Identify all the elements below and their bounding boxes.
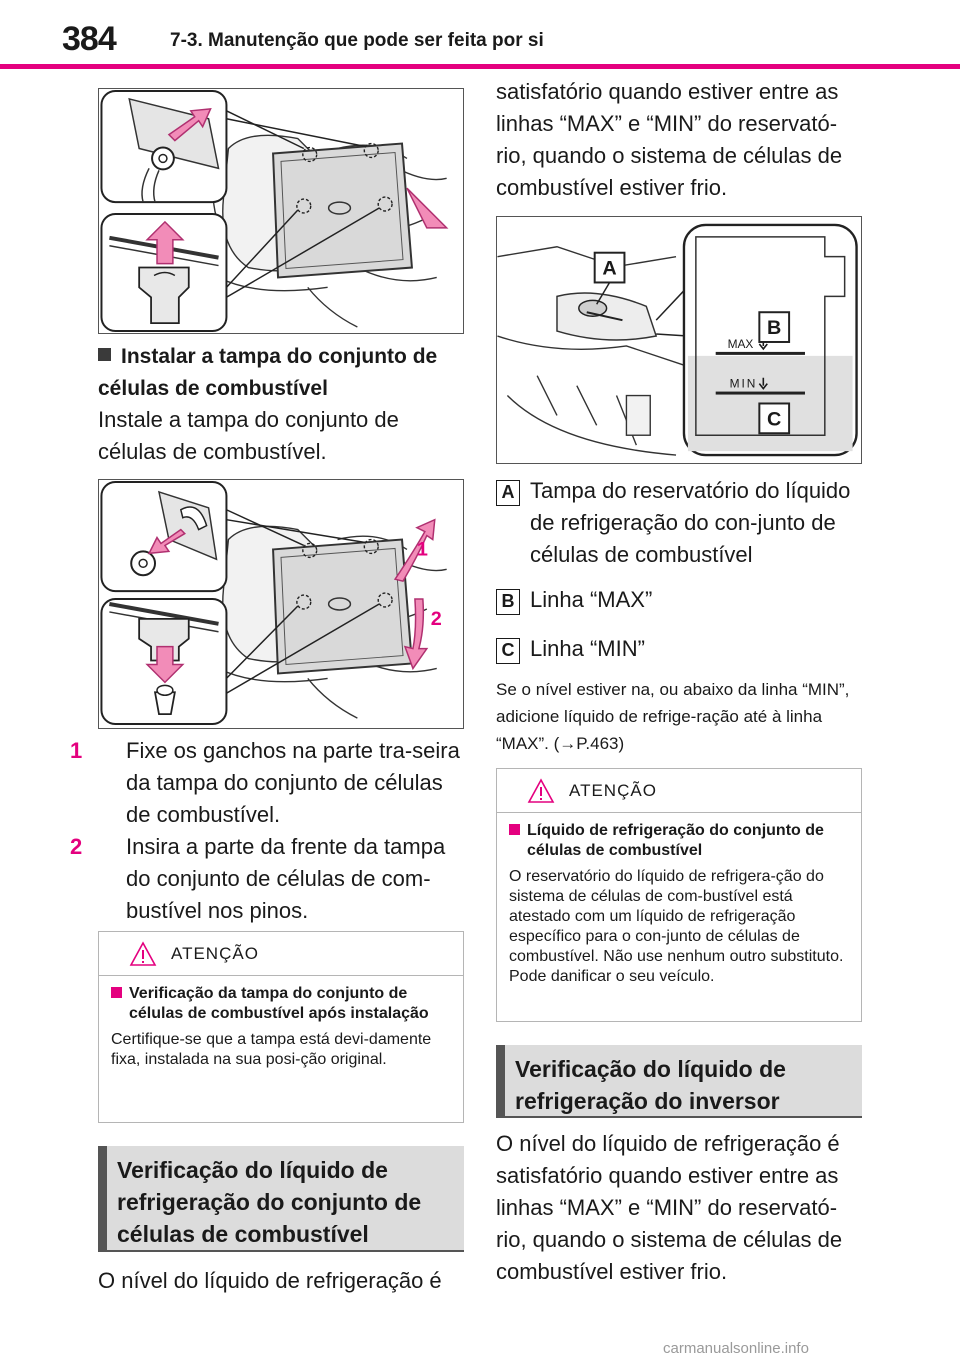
- legend-letter: B: [496, 589, 520, 615]
- figure-cover-install: 1 2: [98, 479, 464, 729]
- section-heading-inverter-coolant: Verificação do líquido de refrigeração d…: [496, 1045, 862, 1118]
- step-text: Insira a parte da frente da tampa do con…: [126, 834, 446, 923]
- square-bullet-icon: [98, 348, 111, 361]
- warning-header: ATENÇÃO: [497, 769, 861, 813]
- step-text: Fixe os ganchos na parte tra-seira da ta…: [126, 738, 460, 827]
- engine-cover-illustration: [100, 89, 449, 333]
- step-1: 1 Fixe os ganchos na parte tra-seira da t…: [70, 735, 464, 831]
- section-heading-text: Verificação do líquido de refrigeração d…: [117, 1157, 422, 1247]
- engine-cover-install-illustration: 1 2: [100, 480, 447, 726]
- warning-triangle-icon: [527, 778, 555, 803]
- legend-letter: C: [496, 638, 520, 664]
- figure-cover-removal: [98, 88, 464, 334]
- warning-text: Certifique-se que a tampa está devi-dame…: [111, 1031, 432, 1068]
- warning-box-cover-check: ATENÇÃO Verificação da tampa do conjunto…: [98, 931, 464, 1123]
- legend-letter: A: [496, 480, 520, 506]
- step-number: 1: [70, 738, 83, 763]
- warning-title: ATENÇÃO: [569, 781, 657, 800]
- reservoir-illustration: A MAX MIN B C: [497, 223, 858, 457]
- callout-c: C: [767, 408, 781, 430]
- figure-label-2: 2: [431, 608, 442, 630]
- warning-text: O reservatório do líquido de refrigera-ç…: [509, 868, 844, 985]
- legend-a: A Tampa do reservatório do líquido de re…: [496, 475, 866, 571]
- legend-text: Tampa do reservatório do líquido de refr…: [530, 478, 851, 567]
- figure-reservoir: A MAX MIN B C: [496, 216, 862, 464]
- chapter-title: 7-3. Manutenção que pode ser feita por s…: [170, 30, 544, 51]
- step-2: 2 Insira a parte da frente da tampa do co…: [70, 831, 464, 927]
- header-rule: [0, 64, 960, 69]
- callout-b: B: [767, 317, 781, 339]
- fc-coolant-text-start: O nível do líquido de refrigeração é: [98, 1268, 442, 1293]
- warning-subheading-text: Verificação da tampa do conjunto de célu…: [129, 985, 429, 1022]
- square-bullet-icon: [111, 987, 122, 998]
- warning-subheading: Líquido de refrigeração do conjunto de c…: [509, 821, 849, 861]
- legend-b: B Linha “MAX”: [496, 584, 866, 616]
- page-number: 384: [62, 20, 117, 58]
- section-heading-fc-coolant: Verificação do líquido de refrigeração d…: [98, 1146, 464, 1252]
- square-bullet-icon: [509, 824, 520, 835]
- max-mark: MAX: [728, 337, 754, 351]
- note-text: Se o nível estiver na, ou abaixo da linh…: [496, 680, 850, 753]
- min-mark: MIN: [730, 377, 758, 391]
- watermark: carmanualsonline.info: [663, 1340, 809, 1357]
- legend-text: Linha “MIN”: [530, 636, 645, 661]
- install-intro: Instale a tampa do conjunto de células d…: [98, 407, 399, 464]
- inverter-coolant-text: O nível do líquido de refrigeração é sat…: [496, 1131, 843, 1284]
- section-heading-text: Verificação do líquido de refrigeração d…: [515, 1056, 786, 1114]
- figure-label-1: 1: [417, 538, 428, 560]
- legend-c: C Linha “MIN”: [496, 633, 866, 665]
- warning-subheading-text: Líquido de refrigeração do conjunto de c…: [527, 822, 824, 859]
- warning-title: ATENÇÃO: [171, 944, 259, 963]
- warning-box-fc-coolant: ATENÇÃO Líquido de refrigeração do conju…: [496, 768, 862, 1022]
- install-heading: Instalar a tampa do conjunto de células …: [98, 341, 468, 405]
- install-heading-text: Instalar a tampa do conjunto de células …: [98, 345, 438, 400]
- fc-coolant-text-cont: satisfatório quando estiver entre as lin…: [496, 79, 843, 200]
- legend-text: Linha “MAX”: [530, 587, 653, 612]
- warning-triangle-icon: [129, 941, 157, 966]
- step-number: 2: [70, 834, 83, 859]
- callout-a: A: [602, 258, 616, 280]
- warning-header: ATENÇÃO: [99, 932, 463, 976]
- warning-subheading: Verificação da tampa do conjunto de célu…: [111, 984, 451, 1024]
